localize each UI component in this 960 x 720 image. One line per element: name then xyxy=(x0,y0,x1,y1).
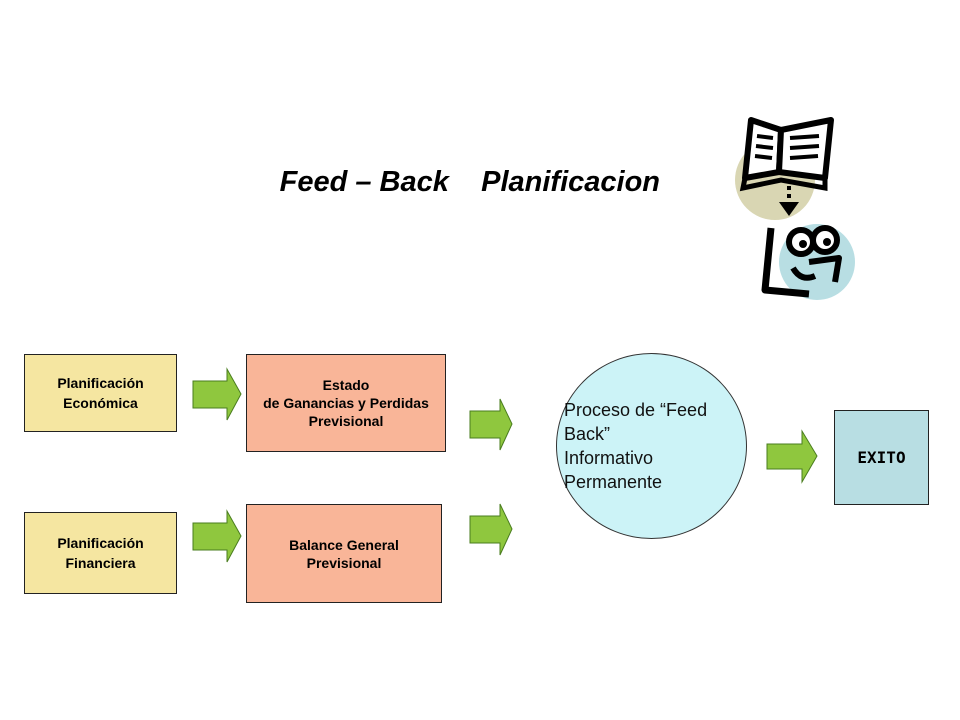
arrow-right-icon xyxy=(192,509,242,563)
proceso-line1: Proceso de “Feed xyxy=(564,400,708,420)
planificacion-financiera-line1: Planificación xyxy=(57,535,144,551)
planificacion-economica-line2: Económica xyxy=(63,395,138,411)
book-reader-clipart-icon xyxy=(735,117,855,300)
planificacion-financiera-box: Planificación Financiera xyxy=(24,512,177,594)
estado-line1: Estado xyxy=(322,377,370,393)
balance-line1: Balance General xyxy=(289,536,399,553)
title-feed-back: Feed – Back xyxy=(279,166,449,198)
title-planificacion: Planificacion xyxy=(481,166,660,198)
diagram-title: Feed – Back Planificacion xyxy=(0,166,660,210)
exito-label: EXITO xyxy=(857,448,906,467)
arrow-right-icon xyxy=(192,367,242,421)
balance-general-box: Balance General Previsional xyxy=(246,504,442,603)
proceso-line4: Permanente xyxy=(564,472,663,492)
book-icon xyxy=(735,117,834,220)
reader-face-icon xyxy=(761,224,855,300)
estado-line2: de Ganancias y Perdidas xyxy=(263,395,429,411)
proceso-line3: Informativo xyxy=(564,448,654,468)
arrow-right-icon xyxy=(469,503,513,556)
proceso-feedback-text: Proceso de “Feed Back” Informativo Perma… xyxy=(564,398,764,494)
estado-line3: Previsional xyxy=(308,413,384,429)
exito-box: EXITO xyxy=(834,410,929,505)
proceso-feedback-ellipse xyxy=(556,353,747,539)
planificacion-economica-box: Planificación Económica xyxy=(24,354,177,432)
planificacion-financiera-line2: Financiera xyxy=(65,555,136,571)
proceso-line2: Back” xyxy=(564,424,611,444)
arrow-right-icon xyxy=(469,398,513,451)
estado-ganancias-box: Estado de Ganancias y Perdidas Prevision… xyxy=(246,354,446,452)
arrow-right-icon xyxy=(766,429,818,484)
planificacion-economica-line1: Planificación xyxy=(57,375,144,391)
balance-line2: Previsional xyxy=(306,554,382,571)
